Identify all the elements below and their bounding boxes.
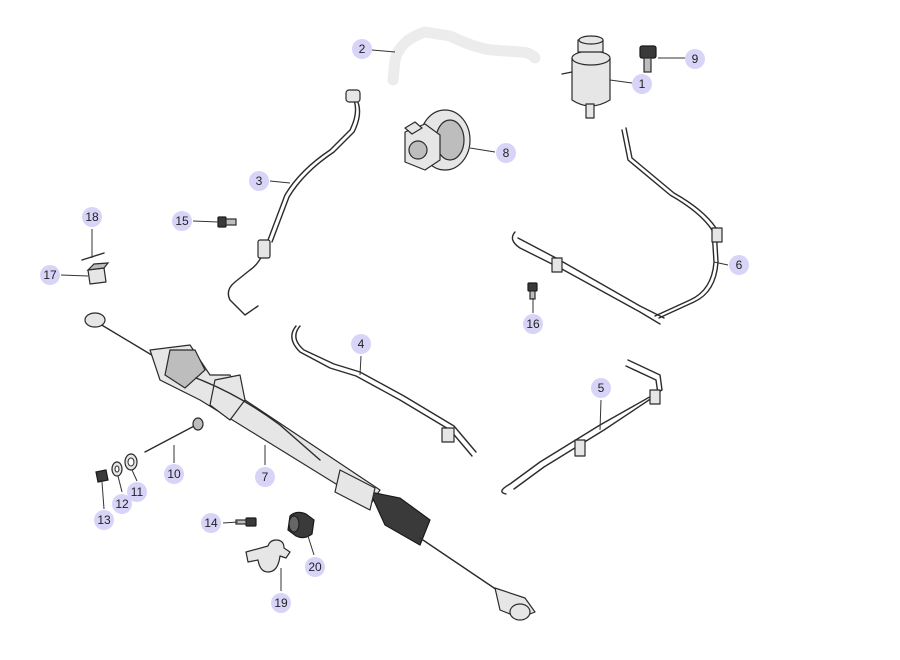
part-13-nut[interactable] (95, 469, 109, 483)
callout-label: 1 (639, 77, 646, 91)
part-4-pipe[interactable] (291, 325, 477, 457)
callout-label: 19 (274, 596, 288, 610)
part-16-bolt[interactable] (527, 282, 538, 300)
callout-12[interactable]: 12 (112, 494, 132, 514)
part-3-pressure-line[interactable] (227, 89, 361, 316)
callout-14[interactable]: 14 (201, 513, 221, 533)
callout-label: 5 (598, 381, 605, 395)
callout-2[interactable]: 2 (352, 39, 372, 59)
callout-label: 12 (115, 497, 129, 511)
callout-4[interactable]: 4 (351, 334, 371, 354)
part-14-bolt[interactable] (235, 517, 257, 527)
part-11-washer[interactable] (124, 453, 138, 471)
callout-label: 17 (43, 268, 57, 282)
part-1-reservoir[interactable] (561, 35, 611, 119)
callout-label: 20 (308, 560, 322, 574)
callout-label: 2 (359, 42, 366, 56)
callout-label: 16 (526, 317, 540, 331)
callout-13[interactable]: 13 (94, 510, 114, 530)
callout-label: 6 (736, 258, 743, 272)
callout-label: 4 (358, 337, 365, 351)
callout-19[interactable]: 19 (271, 593, 291, 613)
callout-3[interactable]: 3 (249, 171, 269, 191)
leader-lines (60, 49, 729, 591)
callout-label: 9 (692, 52, 699, 66)
part-10-bolt[interactable] (144, 417, 204, 453)
callout-8[interactable]: 8 (496, 143, 516, 163)
part-20-bushing[interactable] (287, 511, 315, 539)
part-15-bolt[interactable] (217, 216, 237, 228)
callout-label: 11 (131, 485, 144, 499)
callout-label: 10 (167, 467, 181, 481)
callout-label: 15 (175, 214, 189, 228)
callout-label: 14 (204, 516, 218, 530)
callout-9[interactable]: 9 (685, 49, 705, 69)
callout-17[interactable]: 17 (40, 265, 60, 285)
part-12-washer[interactable] (111, 461, 123, 477)
part-7-steering-rack[interactable] (84, 312, 536, 621)
callout-15[interactable]: 15 (172, 211, 192, 231)
callout-1[interactable]: 1 (632, 74, 652, 94)
callout-18[interactable]: 18 (82, 207, 102, 227)
callout-label: 3 (256, 174, 263, 188)
callout-6[interactable]: 6 (729, 255, 749, 275)
callout-label: 7 (262, 470, 269, 484)
callout-10[interactable]: 10 (164, 464, 184, 484)
callout-16[interactable]: 16 (523, 314, 543, 334)
callout-7[interactable]: 7 (255, 467, 275, 487)
callout-label: 18 (85, 210, 99, 224)
callout-20[interactable]: 20 (305, 557, 325, 577)
part-6-return-line[interactable] (511, 127, 723, 325)
part-19-clamp[interactable] (245, 539, 291, 573)
part-18-pin[interactable] (81, 252, 105, 261)
part-9-bolt[interactable] (639, 45, 657, 73)
part-8-pump[interactable] (404, 109, 471, 171)
callout-label: 13 (97, 513, 111, 527)
callout-11[interactable]: 11 (127, 482, 147, 502)
callout-label: 8 (503, 146, 510, 160)
callout-5[interactable]: 5 (591, 378, 611, 398)
part-17-nut[interactable] (86, 262, 110, 285)
part-2-hose[interactable] (387, 26, 541, 86)
part-5-pipe[interactable] (501, 359, 663, 495)
